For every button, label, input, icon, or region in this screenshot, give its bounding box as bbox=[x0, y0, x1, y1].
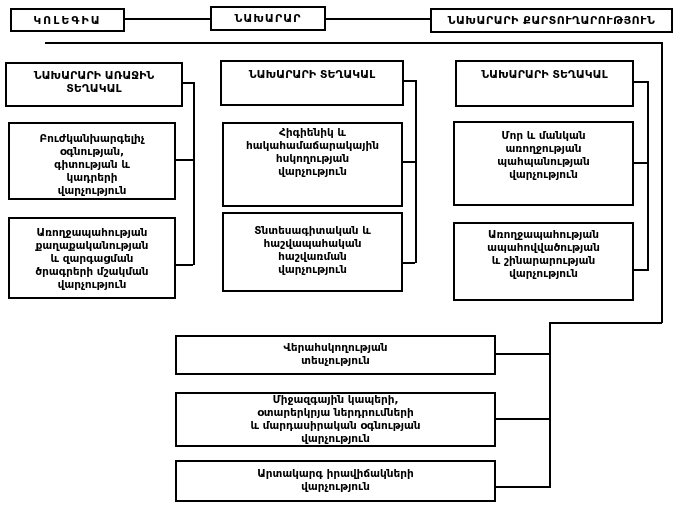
node-minister-secretariat: ՆԱԽԱՐԱՐԻ ՔԱՐՏՈՒՂԱՐՈՒԹՅՈՒՆ bbox=[430, 8, 673, 33]
node-minister-label: ՆԱԽԱՐԱՐ bbox=[234, 12, 302, 25]
dept-label: Բուժկանխարգելիչ օգնության, գիտության և կ… bbox=[39, 133, 145, 197]
dept-label: Մոր և մանկան առողջության պահպանության վա… bbox=[497, 130, 590, 181]
connector-unit-0 bbox=[496, 353, 550, 355]
connector-dep-0-1 bbox=[176, 264, 193, 266]
node-dept-mother-child-health: Մոր և մանկան առողջության պահպանության վա… bbox=[453, 121, 634, 206]
node-dept-emergency-situations: Արտակարգ իրավիճակների վարչություն bbox=[175, 460, 496, 502]
node-minister: ՆԱԽԱՐԱՐ bbox=[210, 6, 326, 31]
connector-unit-2 bbox=[496, 486, 550, 488]
connector-dep-0-0 bbox=[176, 159, 193, 161]
trunk-vertical-right bbox=[661, 42, 663, 323]
connector-dep-1-0 bbox=[403, 161, 415, 163]
connector-head-0 bbox=[183, 82, 194, 84]
dept-label: Հիգիենիկ և հակահամաճարակային հսկողության… bbox=[246, 127, 379, 178]
column-line-1 bbox=[415, 80, 417, 263]
node-dept-provision-construction: Առողջապահության ապահովվածության և շինարա… bbox=[453, 222, 634, 301]
column-line-0 bbox=[193, 82, 195, 265]
node-deputy-minister-2: ՆԱԽԱՐԱՐԻ ՏԵՂԱԿԱԼ bbox=[455, 60, 634, 107]
column-line-2 bbox=[647, 81, 649, 271]
node-first-deputy-minister: ՆԱԽԱՐԱՐԻ ԱՌԱՋԻՆ ՏԵՂԱԿԱԼ bbox=[5, 62, 183, 107]
trunk-vertical-bottom bbox=[549, 322, 551, 488]
node-deputy-2-label: ՆԱԽԱՐԱՐԻ ՏԵՂԱԿԱԼ bbox=[481, 68, 608, 81]
connector-dep-2-0 bbox=[634, 162, 647, 164]
connector-head-2 bbox=[634, 81, 648, 83]
node-dept-international-relations-humanitarian-aid: Միջազգային կապերի, օտարերկրյա ներդրումնե… bbox=[175, 392, 496, 447]
connector-dep-1-1 bbox=[403, 262, 415, 264]
connector-minister-secretariat bbox=[326, 18, 430, 20]
node-deputy-1-label: ՆԱԽԱՐԱՐԻ ՏԵՂԱԿԱԼ bbox=[248, 68, 376, 81]
node-dept-health-policy-development-programs: Առողջապահության քաղաքականության և զարգաց… bbox=[8, 217, 176, 299]
node-first-deputy-label: ՆԱԽԱՐԱՐԻ ԱՌԱՋԻՆ ՏԵՂԱԿԱԼ bbox=[33, 69, 155, 95]
unit-label: Արտակարգ իրավիճակների վարչություն bbox=[257, 468, 414, 493]
node-collegium: ԿՈԼԵԳԻԱ bbox=[10, 8, 125, 32]
dept-label: Առողջապահության քաղաքականության և զարգաց… bbox=[35, 227, 149, 291]
dept-label: Առողջապահության ապահովվածության և շինարա… bbox=[487, 229, 600, 280]
connector-head-1 bbox=[404, 80, 416, 82]
node-deputy-minister-1: ՆԱԽԱՐԱՐԻ ՏԵՂԱԿԱԼ bbox=[220, 60, 404, 106]
dept-label: Տնտեսագիտական և հաշվապահական հաշվառման վ… bbox=[254, 225, 371, 276]
trunk-horizontal-bottom bbox=[550, 322, 662, 324]
trunk-horizontal-top bbox=[45, 42, 662, 44]
unit-label: Վերահսկողության տեսչություն bbox=[283, 342, 388, 367]
connector-dep-2-1 bbox=[634, 269, 647, 271]
node-dept-hygiene-antiepidemic-surveillance: Հիգիենիկ և հակահամաճարակային հսկողության… bbox=[222, 122, 403, 207]
node-secretariat-label: ՆԱԽԱՐԱՐԻ ՔԱՐՏՈՒՂԱՐՈՒԹՅՈՒՆ bbox=[447, 14, 656, 27]
node-dept-economics-accounting: Տնտեսագիտական և հաշվապահական հաշվառման վ… bbox=[222, 212, 403, 292]
connector-unit-1 bbox=[496, 418, 550, 420]
unit-label: Միջազգային կապերի, օտարերկրյա ներդրումնե… bbox=[250, 393, 421, 445]
node-dept-medical-preventive-science-personnel: Բուժկանխարգելիչ օգնության, գիտության և կ… bbox=[8, 122, 176, 200]
node-collegium-label: ԿՈԼԵԳԻԱ bbox=[33, 13, 102, 27]
connector-collegium-minister bbox=[125, 18, 210, 20]
node-control-inspectorate: Վերահսկողության տեսչություն bbox=[175, 335, 496, 375]
